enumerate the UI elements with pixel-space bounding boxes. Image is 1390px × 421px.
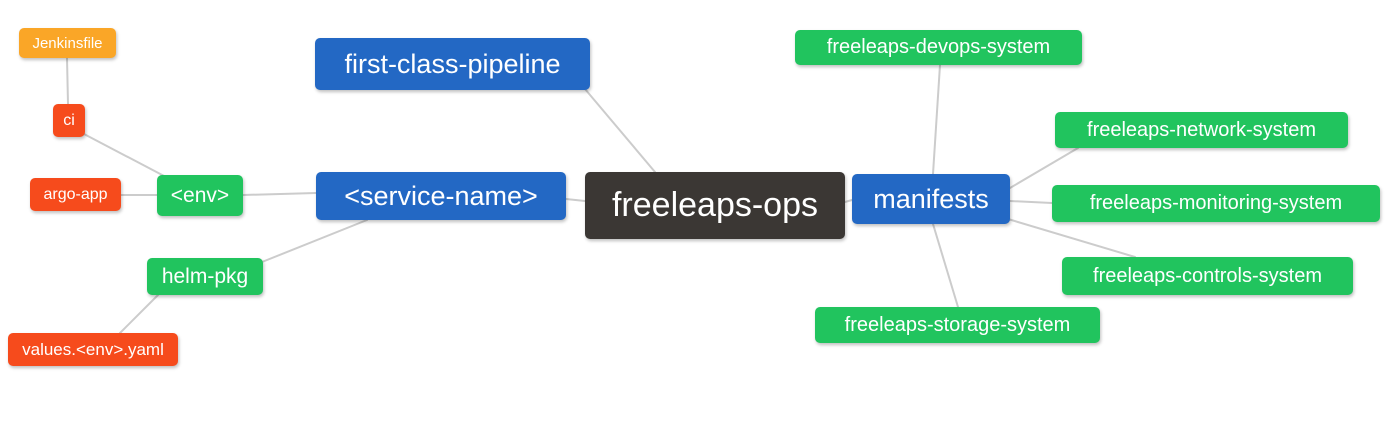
connector-manifests-to-freeleaps-monitoring-system bbox=[1009, 200, 1053, 204]
node-manifests[interactable]: manifests bbox=[852, 174, 1010, 224]
connector-values-env-yaml-to-helm-pkg bbox=[119, 294, 159, 334]
node-values-env-yaml[interactable]: values.<env>.yaml bbox=[8, 333, 178, 366]
node-ci[interactable]: ci bbox=[53, 104, 85, 137]
node-freeleaps-monitoring-system[interactable]: freeleaps-monitoring-system bbox=[1052, 185, 1380, 222]
connector-helm-pkg-to-service-name bbox=[261, 219, 368, 263]
connector-freeleaps-ops-to-manifests bbox=[844, 199, 853, 203]
node-freeleaps-network-system[interactable]: freeleaps-network-system bbox=[1055, 112, 1348, 148]
node-argo-app[interactable]: argo-app bbox=[30, 178, 121, 211]
connector-manifests-to-freeleaps-controls-system bbox=[1007, 218, 1136, 258]
node-helm-pkg[interactable]: helm-pkg bbox=[147, 258, 263, 295]
node-service-name[interactable]: <service-name> bbox=[316, 172, 566, 220]
node-freeleaps-storage-system[interactable]: freeleaps-storage-system bbox=[815, 307, 1100, 343]
node-freeleaps-controls-system[interactable]: freeleaps-controls-system bbox=[1062, 257, 1353, 295]
node-env[interactable]: <env> bbox=[157, 175, 243, 216]
connector-manifests-to-freeleaps-storage-system bbox=[932, 223, 959, 308]
connector-service-name-to-freeleaps-ops bbox=[565, 198, 586, 202]
node-first-class-pipeline[interactable]: first-class-pipeline bbox=[315, 38, 590, 90]
connector-manifests-to-freeleaps-network-system bbox=[1009, 147, 1079, 189]
connector-manifests-to-freeleaps-devops-system bbox=[932, 64, 941, 175]
node-freeleaps-devops-system[interactable]: freeleaps-devops-system bbox=[795, 30, 1082, 65]
connector-ci-to-env bbox=[83, 133, 167, 178]
connector-env-to-service-name bbox=[242, 192, 317, 196]
node-freeleaps-ops[interactable]: freeleaps-ops bbox=[585, 172, 845, 239]
node-jenkinsfile[interactable]: Jenkinsfile bbox=[19, 28, 116, 58]
connector-first-class-pipeline-to-freeleaps-ops bbox=[584, 88, 656, 173]
connector-jenkinsfile-to-ci bbox=[66, 57, 69, 105]
